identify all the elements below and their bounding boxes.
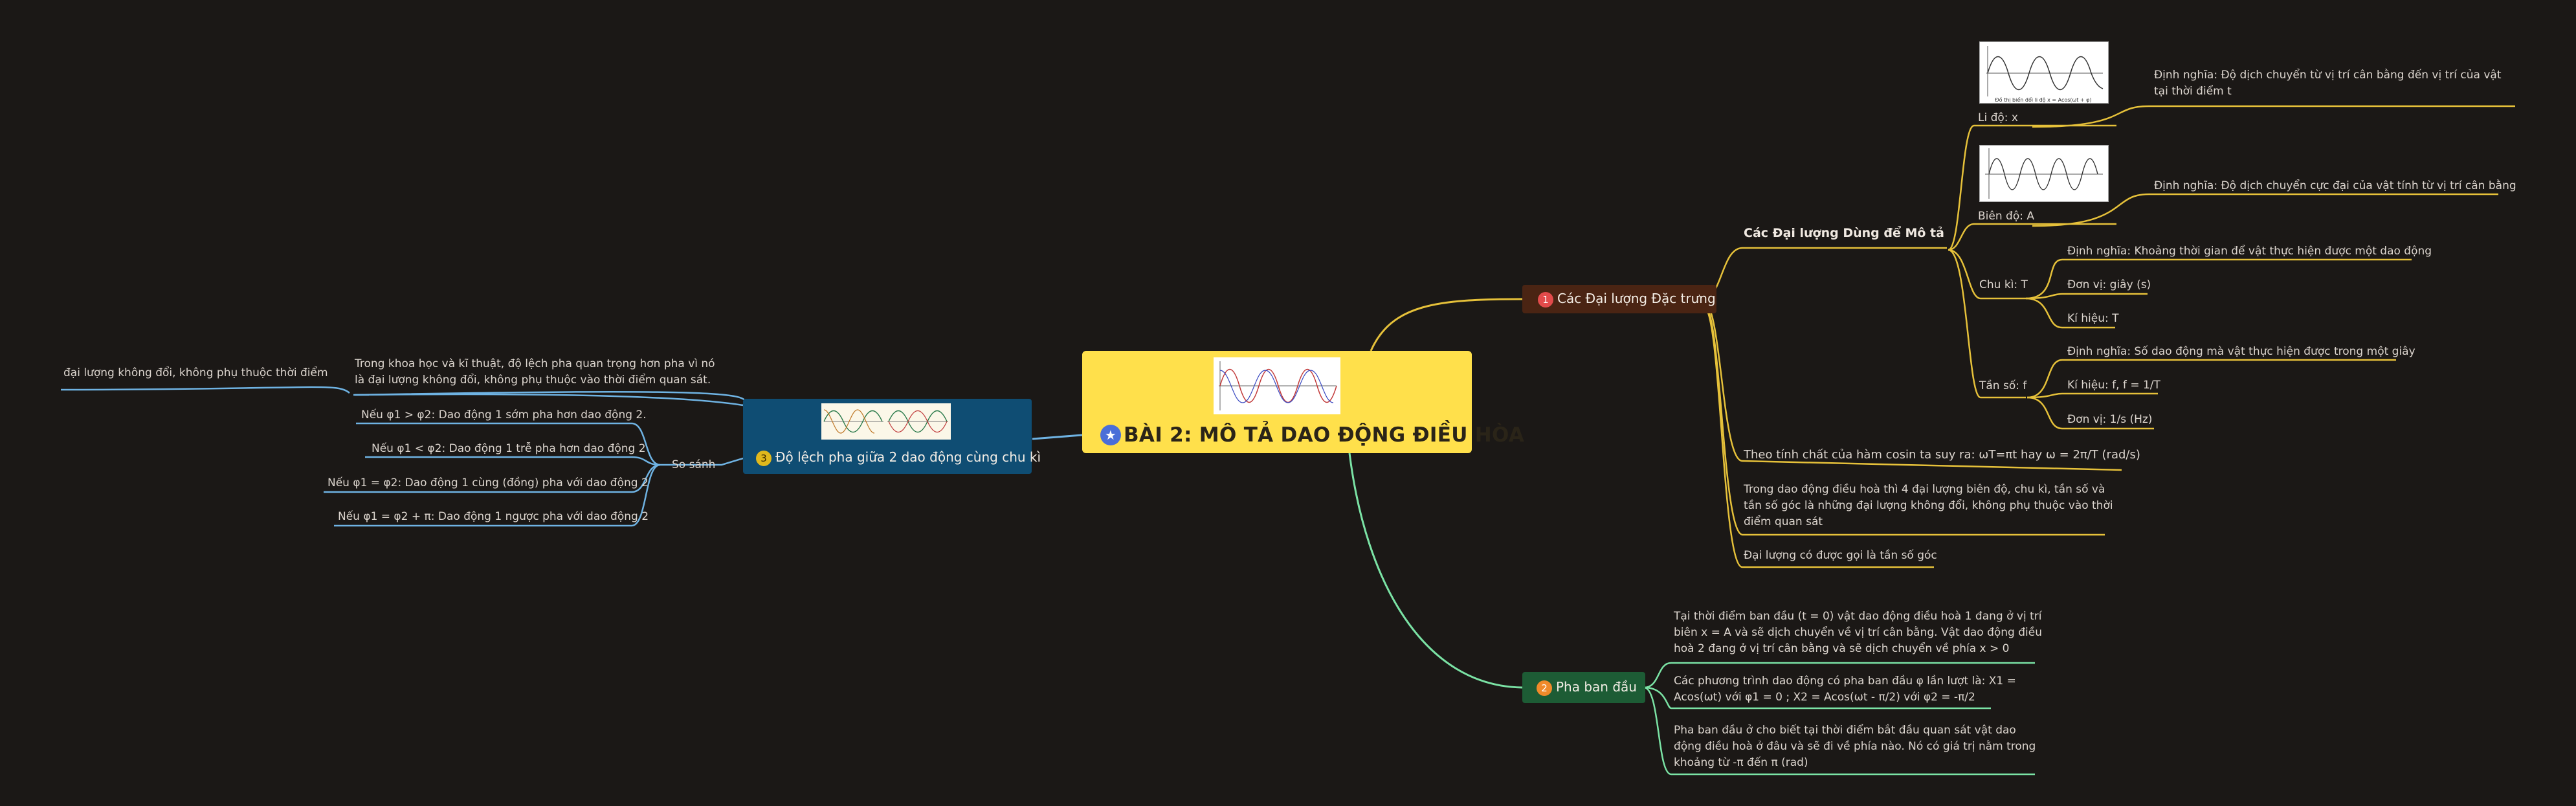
compare-late-phase[interactable]: Nếu φ1 < φ2: Dao động 1 trễ pha hơn dao … xyxy=(372,442,646,455)
star-icon: ★ xyxy=(1100,425,1121,445)
bien-do-label[interactable]: Biên độ: A xyxy=(1978,210,2034,223)
chu-ki-label[interactable]: Chu kì: T xyxy=(1979,278,2028,291)
cosine-graph-image xyxy=(1214,357,1340,414)
phase-difference-importance[interactable]: Trong khoa học và kĩ thuật, độ lệch pha … xyxy=(355,357,715,386)
branch-dac-trung[interactable]: 1 Các Đại lượng Đặc trưng xyxy=(1522,285,1716,313)
branch-number-badge: 2 xyxy=(1537,680,1552,696)
pha-t0-description[interactable]: Tại thời điểm ban đầu (t = 0) vật dao độ… xyxy=(1674,610,2042,655)
branch-label: Các Đại lượng Đặc trưng xyxy=(1557,291,1716,306)
constant-quantities-note[interactable]: Trong dao động điều hoà thì 4 đại lượng … xyxy=(1744,483,2113,528)
central-title: ★ BÀI 2: MÔ TẢ DAO ĐỘNG ĐIỀU HÒA xyxy=(1100,423,1524,447)
bien-do-definition[interactable]: Định nghĩa: Độ dịch chuyển cực đại của v… xyxy=(2154,179,2516,192)
compare-same-phase[interactable]: Nếu φ1 = φ2: Dao động 1 cùng (đồng) pha … xyxy=(328,476,649,489)
chu-ki-symbol[interactable]: Kí hiệu: T xyxy=(2067,312,2119,325)
tan-so-unit[interactable]: Đơn vị: 1/s (Hz) xyxy=(2067,413,2153,426)
central-topic[interactable]: ★ BÀI 2: MÔ TẢ DAO ĐỘNG ĐIỀU HÒA xyxy=(1082,351,1524,453)
so-sanh-label[interactable]: So sánh xyxy=(672,458,716,471)
phase-difference-constant-leaf[interactable]: đại lượng không đổi, không phụ thuộc thờ… xyxy=(63,366,328,379)
tan-so-definition[interactable]: Định nghĩa: Số dao động mà vật thực hiện… xyxy=(2067,345,2415,358)
group-dai-luong-label[interactable]: Các Đại lượng Dùng để Mô tả xyxy=(1744,226,1944,240)
li-do-definition[interactable]: Định nghĩa: Độ dịch chuyển từ vị trí cân… xyxy=(2154,69,2502,98)
phase-difference-graph-image xyxy=(821,403,951,440)
chu-ki-definition[interactable]: Định nghĩa: Khoảng thời gian để vật thực… xyxy=(2067,245,2432,258)
li-do-graph-image: Đồ thị biến đổi li độ x = Acos(ωt + φ) xyxy=(1979,41,2109,104)
cosin-property[interactable]: Theo tính chất của hàm cosin ta suy ra: … xyxy=(1744,448,2140,462)
tan-so-label[interactable]: Tần số: f xyxy=(1979,379,2027,392)
compare-early-phase[interactable]: Nếu φ1 > φ2: Dao động 1 sớm pha hơn dao … xyxy=(361,409,647,421)
branch-number-badge: 1 xyxy=(1538,291,1553,308)
branch-label: Độ lệch pha giữa 2 dao động cùng chu kì xyxy=(775,449,1041,465)
branch-label: Pha ban đầu xyxy=(1556,679,1637,695)
tan-so-symbol[interactable]: Kí hiệu: f, f = 1/T xyxy=(2067,379,2160,392)
chu-ki-unit[interactable]: Đơn vị: giây (s) xyxy=(2067,278,2151,291)
svg-text:Đồ thị biến đổi li độ x = Acos: Đồ thị biến đổi li độ x = Acos(ωt + φ) xyxy=(1995,96,2091,104)
branch-number-badge: 3 xyxy=(756,450,772,466)
pha-equations[interactable]: Các phương trình dao động có pha ban đầu… xyxy=(1674,675,2016,704)
bien-do-graph-image xyxy=(1979,145,2109,202)
angular-frequency-note[interactable]: Đại lượng có được gọi là tần số góc xyxy=(1744,549,1937,562)
pha-meaning[interactable]: Pha ban đầu ở cho biết tại thời điểm bắt… xyxy=(1674,724,2036,769)
compare-opposite-phase[interactable]: Nếu φ1 = φ2 + π: Dao động 1 ngược pha vớ… xyxy=(338,510,649,523)
li-do-label[interactable]: Li độ: x xyxy=(1978,111,2018,124)
